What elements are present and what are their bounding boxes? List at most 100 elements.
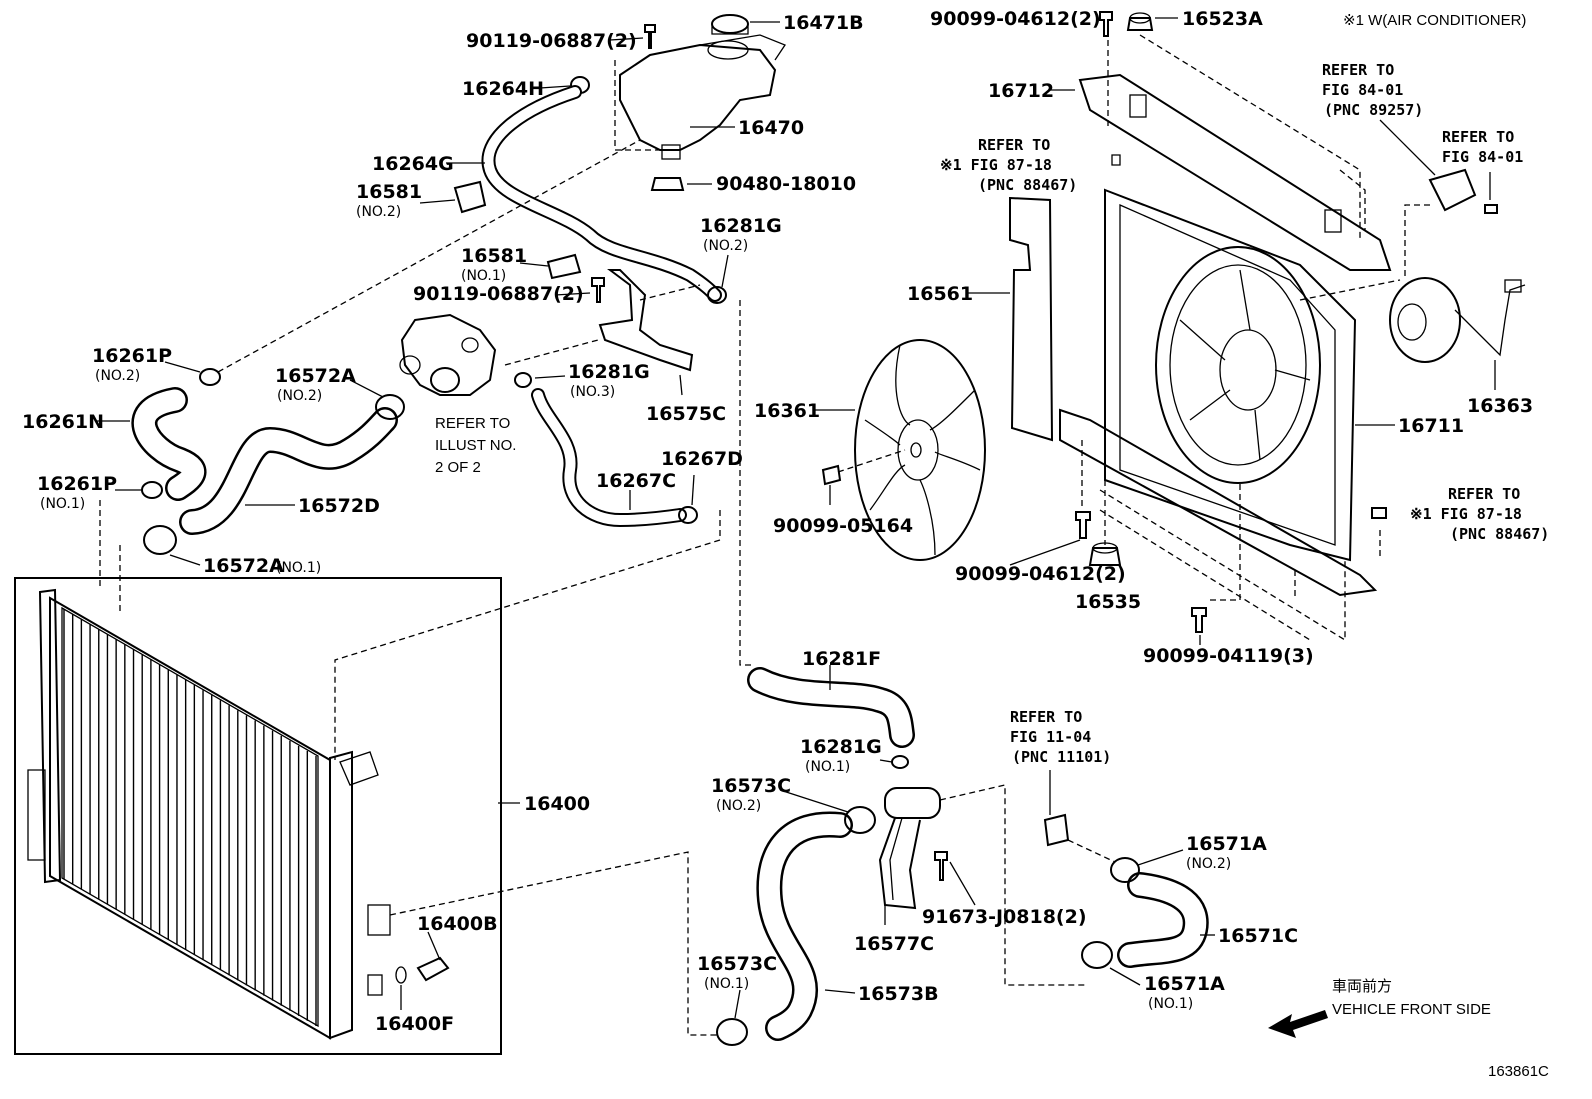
sublabel-16281G-no1: (NO.1)	[805, 759, 850, 775]
label-16261P-no2: 16261P	[92, 345, 172, 367]
leader-16400B	[427, 931, 441, 961]
clamp-16267D	[678, 506, 698, 524]
bolt-90099-04612-top	[1099, 11, 1113, 37]
ref-1104-line3: (PNC 11101)	[1012, 748, 1111, 766]
label-90119-top: 90119-06887(2)	[466, 30, 637, 52]
label-16581-no2: 16581	[356, 181, 422, 203]
cushion-16523A	[1126, 17, 1154, 31]
label-90119-mid: 90119-06887(2)	[413, 283, 584, 305]
o-ring-16400F	[395, 966, 407, 984]
label-16571A-no2: 16571A	[1186, 833, 1267, 855]
label-16572A-no2: 16572A	[275, 365, 356, 387]
refer-illust-line1: REFER TO	[435, 415, 510, 432]
sublabel-16261P-no1: (NO.1)	[40, 496, 85, 512]
label-16261P-no1: 16261P	[37, 473, 117, 495]
direction-jp: 車両前方	[1332, 978, 1392, 995]
label-16573C-no2: 16573C	[711, 775, 791, 797]
sublabel-16573C-no2: (NO.2)	[716, 798, 761, 814]
ref-1104-line1: REFER TO	[1010, 708, 1082, 726]
label-16711: 16711	[1398, 415, 1464, 437]
radiator-right-tank	[329, 750, 353, 1040]
clamp-16261P-no2	[199, 368, 221, 386]
clip-16581-no2	[453, 180, 487, 214]
radiator-bracket	[27, 769, 46, 861]
label-16471B: 16471B	[783, 12, 864, 34]
sublabel-16581-no2: (NO.2)	[356, 204, 401, 220]
refer-illust-line3: 2 OF 2	[435, 459, 481, 476]
label-16400: 16400	[524, 793, 590, 815]
radiator-16400	[14, 577, 502, 1055]
vehicle-front-arrow	[1268, 1010, 1328, 1038]
label-16573B: 16573B	[858, 983, 939, 1005]
ref-88467b-line3: (PNC 88467)	[1450, 525, 1549, 543]
ref-88467a-line3: (PNC 88467)	[978, 176, 1077, 194]
note-air-conditioner: ※1 W(AIR CONDITIONER)	[1343, 12, 1526, 29]
ref-89257-line3: (PNC 89257)	[1324, 101, 1423, 119]
label-16400B: 16400B	[417, 913, 498, 935]
ref-8401-line1: REFER TO	[1442, 128, 1514, 146]
clamp-16572A-no2	[375, 394, 405, 420]
radiator-drain	[367, 974, 383, 996]
refer-illust-line2: ILLUST NO.	[435, 437, 516, 454]
nut-90099-05164	[821, 464, 842, 486]
label-16573C-no1: 16573C	[697, 953, 777, 975]
direction-en: VEHICLE FRONT SIDE	[1332, 1001, 1491, 1018]
bolt-91673	[934, 851, 948, 881]
label-16267C: 16267C	[596, 470, 676, 492]
label-90099-04119: 90099-04119(3)	[1143, 645, 1314, 667]
clamp-16571A-no2	[1110, 857, 1140, 883]
label-90099-05164: 90099-05164	[773, 515, 913, 537]
bracket-16575C	[598, 269, 694, 372]
clip-16581-no1	[546, 253, 582, 280]
seal-16561	[1009, 196, 1054, 442]
label-16581-no1: 16581	[461, 245, 527, 267]
sublabel-16572A-no1: (NO.1)	[276, 560, 321, 576]
support-16712	[1078, 73, 1392, 271]
radiator-outlet	[367, 904, 391, 936]
clamp-16281G-no3	[514, 372, 532, 388]
radiator-left-tank	[38, 588, 62, 884]
ref-8401-line2: FIG 84-01	[1442, 148, 1523, 166]
engine-pipe-stub	[1043, 813, 1070, 847]
radiator-box	[14, 577, 502, 1055]
bolt-ref-8401	[1484, 204, 1498, 214]
bolt-90099-04612-low	[1075, 511, 1091, 539]
label-16561: 16561	[907, 283, 973, 305]
label-16571A-no1: 16571A	[1144, 973, 1225, 995]
sublabel-16571A-no2: (NO.2)	[1186, 856, 1231, 872]
sublabel-16281G-no3: (NO.3)	[570, 384, 615, 400]
radiator-fins	[63, 609, 317, 1026]
clamp-16573C-no2	[844, 806, 876, 834]
water-outlet-housing	[399, 313, 497, 396]
clamp-16571A-no1	[1081, 941, 1113, 969]
label-16264G: 16264G	[372, 153, 454, 175]
label-16572D: 16572D	[298, 495, 380, 517]
arrow-icon	[1268, 1010, 1328, 1038]
ref-1104-line2: FIG 11-04	[1010, 728, 1091, 746]
radiator-core	[49, 596, 331, 1040]
sublabel-16281G-no2: (NO.2)	[703, 238, 748, 254]
label-91673: 91673-J0818(2)	[922, 906, 1087, 928]
sublabel-16573C-no1: (NO.1)	[704, 976, 749, 992]
label-16361: 16361	[754, 400, 820, 422]
ref-89257-line2: FIG 84-01	[1322, 81, 1403, 99]
label-16535: 16535	[1075, 591, 1141, 613]
label-16363: 16363	[1467, 395, 1533, 417]
fan-16361	[854, 339, 986, 561]
clamp-16261P-no1	[141, 481, 163, 499]
label-90480: 90480-18010	[716, 173, 856, 195]
clamp-16281G-no2	[707, 286, 727, 304]
label-16712: 16712	[988, 80, 1054, 102]
label-16523A: 16523A	[1182, 8, 1263, 30]
bolt-90099-04119	[1191, 607, 1207, 633]
label-16281F: 16281F	[802, 648, 881, 670]
label-16577C: 16577C	[854, 933, 934, 955]
sublabel-16581-no1: (NO.1)	[461, 268, 506, 284]
fan-resistor	[1428, 168, 1477, 212]
clamp-16281G-no1	[891, 755, 909, 769]
label-16571C: 16571C	[1218, 925, 1298, 947]
label-90099-04612-top: 90099-04612(2)	[930, 8, 1101, 30]
radiator-core-inner	[61, 606, 319, 1028]
